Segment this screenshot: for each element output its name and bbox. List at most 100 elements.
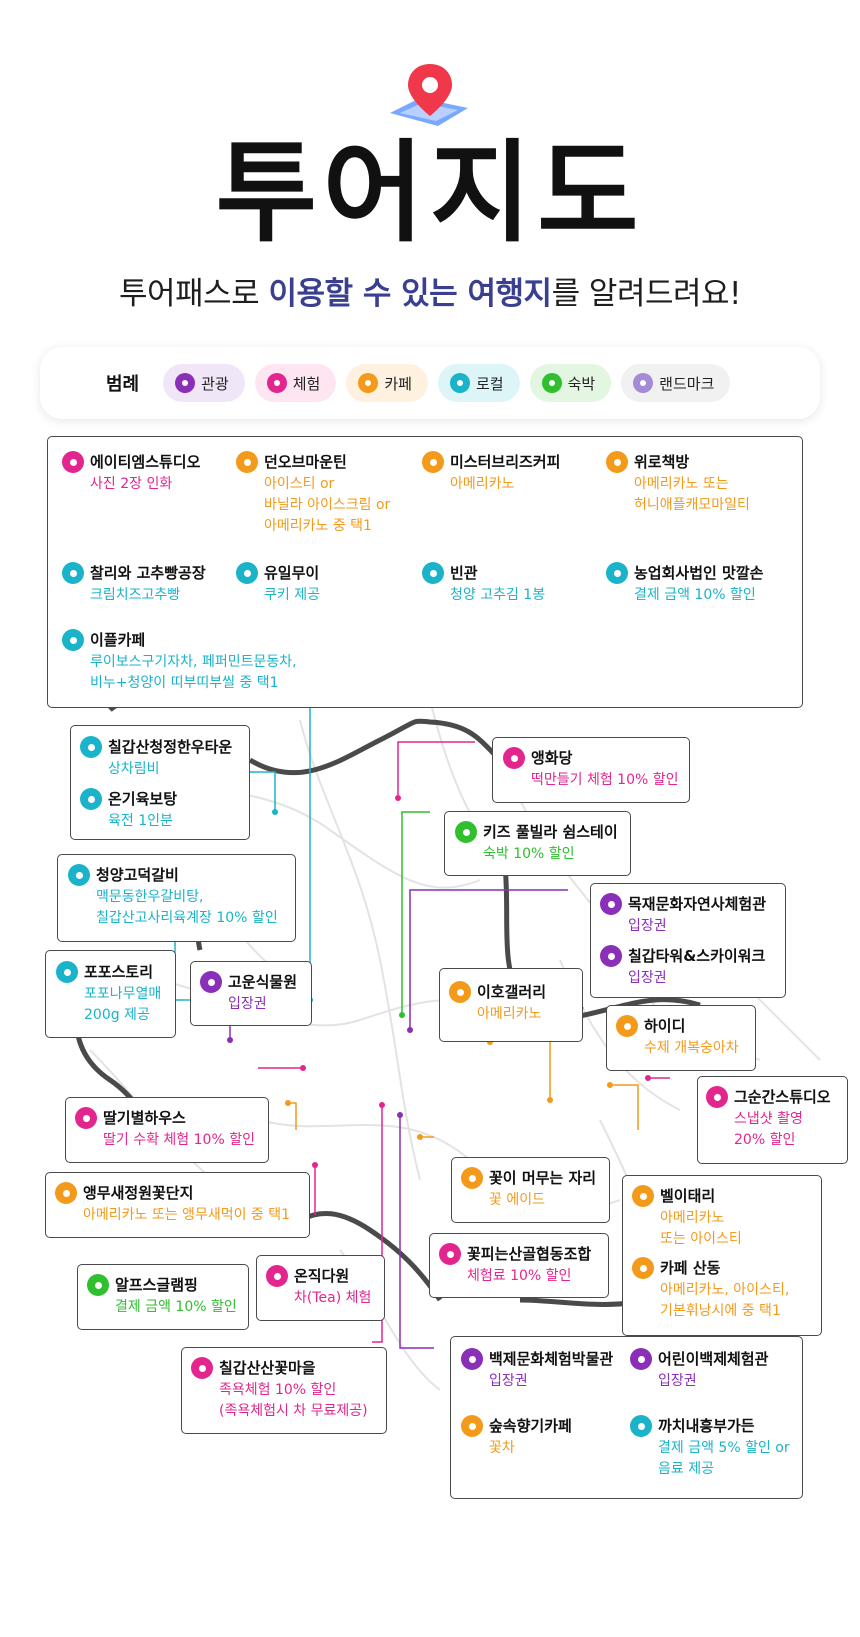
place-benefit: 족욕체험 10% 할인 (족욕체험시 차 무료제공)	[219, 1382, 368, 1419]
callout-box	[450, 1336, 803, 1499]
legend-label: 랜드마크	[659, 374, 715, 393]
place-name: 이플카페	[90, 631, 146, 649]
callout-box	[439, 968, 583, 1042]
place-benefit: 쿠키 제공	[264, 587, 320, 603]
place-name: 빈관	[450, 564, 478, 582]
pin-icon	[706, 1086, 728, 1108]
legend-item-landmark: 랜드마크	[621, 364, 731, 402]
place-benefit: 상차림비	[108, 761, 160, 777]
pin-icon	[461, 1415, 483, 1437]
callout-box	[590, 883, 786, 998]
pin-icon	[449, 981, 471, 1003]
pin-icon	[80, 736, 102, 758]
place-name: 앵무새정원꽃단지	[83, 1184, 194, 1202]
place-benefit: 차(Tea) 체험	[294, 1290, 372, 1306]
pin-icon	[449, 373, 470, 393]
legend-item-experience: 체험	[254, 364, 337, 402]
place-benefit: 숙박 10% 할인	[483, 846, 575, 862]
pin-icon	[266, 373, 287, 393]
pin-icon	[541, 373, 562, 393]
place-name: 미스터브리즈커피	[450, 453, 561, 471]
callout-box	[181, 1347, 387, 1434]
place-benefit: 아메리카노	[450, 476, 515, 492]
place-benefit: 청양 고추김 1봉	[450, 587, 546, 603]
pin-icon	[455, 821, 477, 843]
place-benefit: 아메리카노 또는 허니애플캐모마일티	[634, 476, 750, 513]
place-name: 에이티엠스튜디오	[90, 453, 201, 471]
legend-item-cafe: 카페	[346, 364, 428, 402]
pin-icon	[266, 1265, 288, 1287]
place-name: 농업회사법인 맛깔손	[634, 564, 764, 582]
place-benefit: 아메리카노 또는 앵무새먹이 중 택1	[83, 1207, 291, 1223]
place-benefit: 딸기 수확 체험 10% 할인	[103, 1132, 255, 1148]
pin-icon	[62, 562, 84, 584]
place-name: 유일무이	[264, 564, 320, 582]
place-benefit: 입장권	[628, 970, 667, 986]
pin-icon	[422, 451, 444, 473]
place-name: 포포스토리	[84, 963, 154, 981]
place-benefit: 꽃차	[489, 1440, 515, 1456]
place-name: 목재문화자연사체험관	[628, 895, 767, 913]
pin-icon	[630, 1415, 652, 1437]
page-title: 투어지도	[215, 129, 645, 257]
place-benefit: 꽃 에이드	[489, 1192, 545, 1208]
place-benefit: 체험료 10% 할인	[467, 1268, 572, 1284]
legend-item-local: 로컬	[437, 364, 520, 402]
place-benefit: 육전 1인분	[108, 813, 173, 829]
place-name: 고운식물원	[228, 973, 298, 991]
pin-icon	[439, 1243, 461, 1265]
place-benefit: 스냅샷 촬영 20% 할인	[734, 1111, 803, 1148]
callout-box	[57, 854, 296, 942]
place-benefit: 결제 금액 10% 할인	[634, 587, 756, 603]
pin-icon	[236, 451, 258, 473]
place-name: 그순간스튜디오	[734, 1088, 831, 1106]
place-name: 까치내흥부가든	[658, 1417, 755, 1435]
place-benefit: 입장권	[658, 1373, 697, 1389]
pin-icon	[80, 788, 102, 810]
legend-label: 숙박	[567, 374, 596, 393]
pin-icon	[630, 1348, 652, 1370]
pin-icon	[56, 961, 78, 983]
place-name: 던오브마운틴	[264, 453, 347, 471]
pin-icon	[175, 373, 196, 393]
pin-icon	[62, 451, 84, 473]
callout-box	[429, 1233, 609, 1298]
place-benefit: 아이스티 or 바닐라 아이스크림 or 아메리카노 중 택1	[264, 476, 391, 534]
callout-box	[622, 1175, 822, 1336]
pin-icon	[236, 562, 258, 584]
